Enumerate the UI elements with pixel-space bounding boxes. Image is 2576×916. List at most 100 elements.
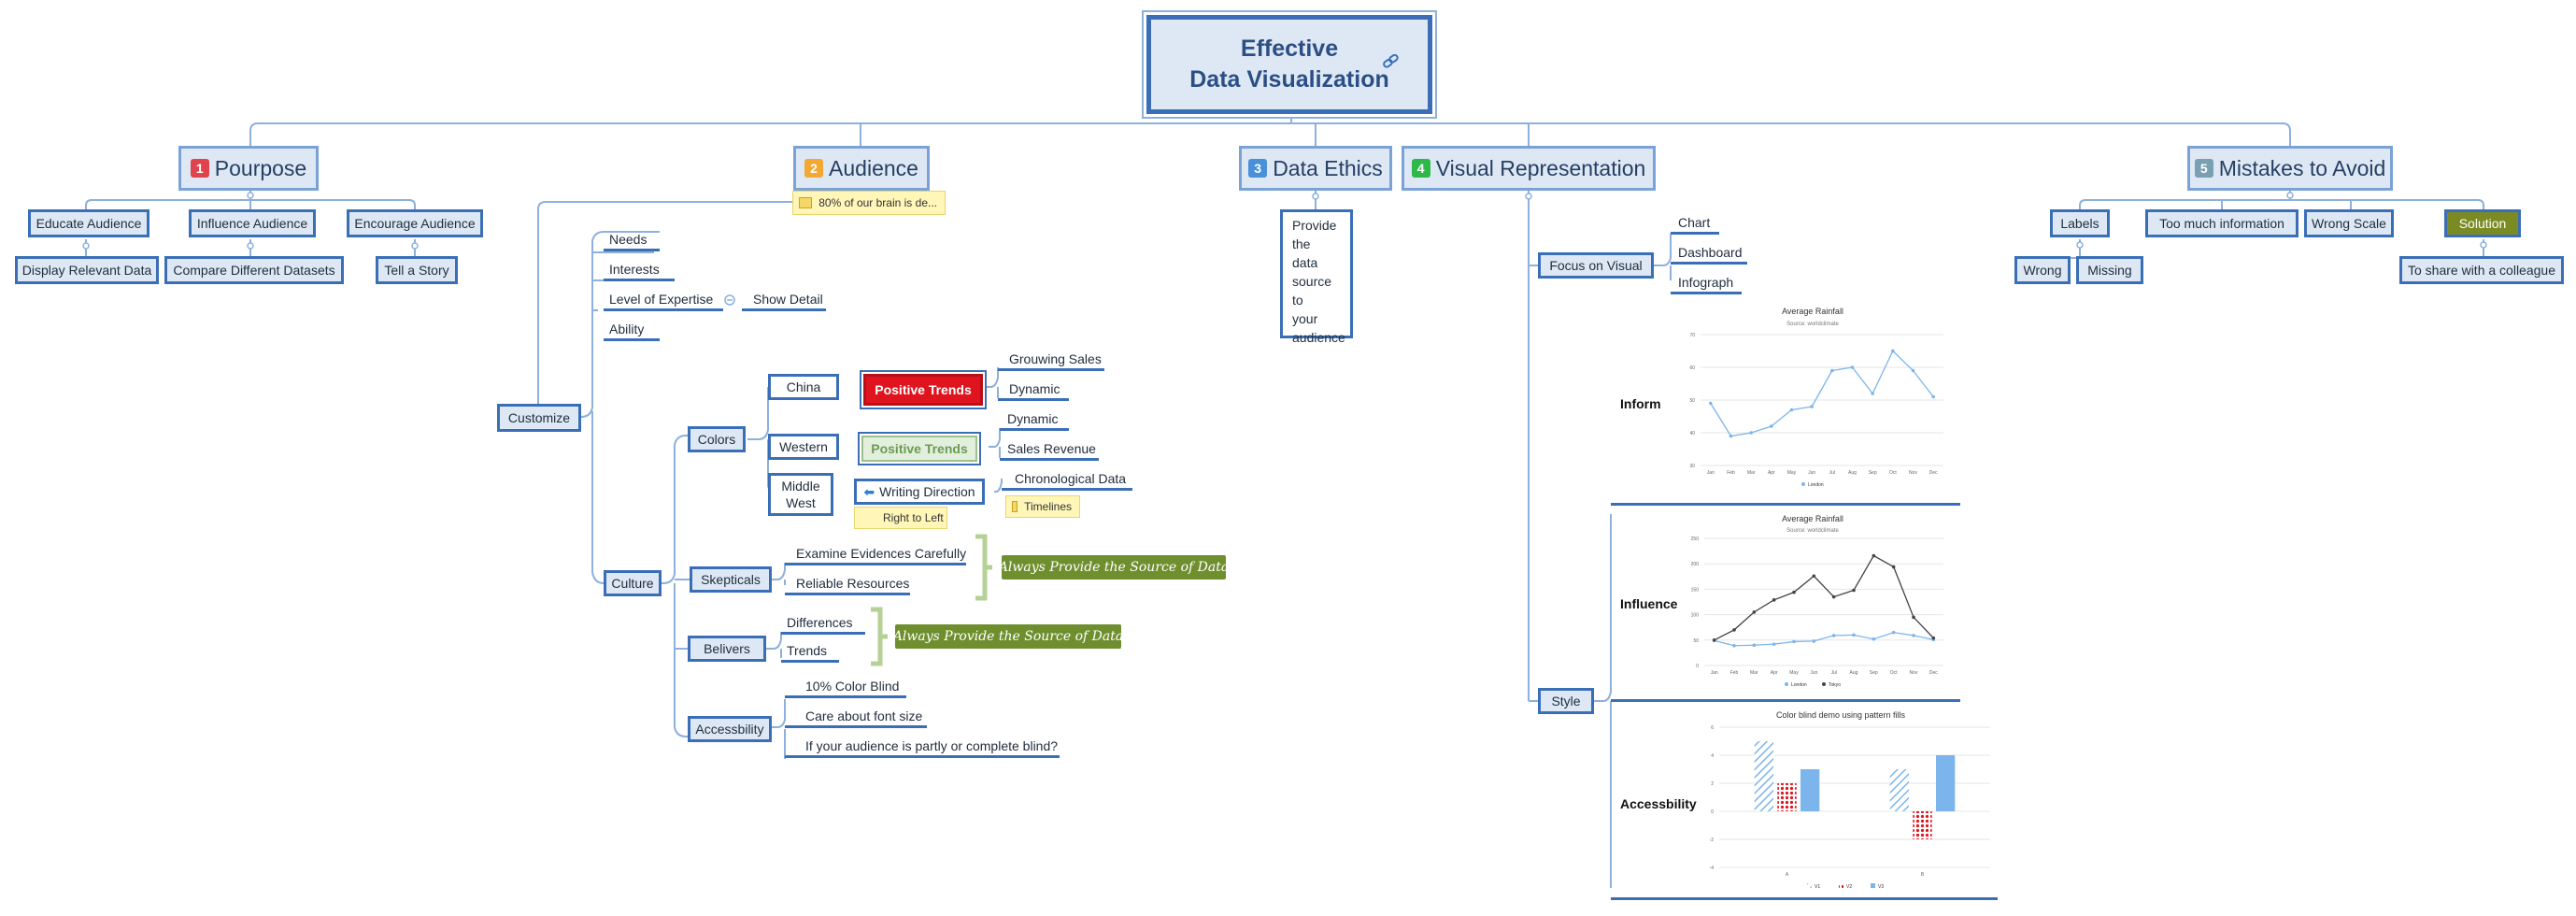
data-point (1792, 639, 1796, 644)
node-label: Wrong Scale (2312, 216, 2386, 231)
node-compare-datasets[interactable]: Compare Different Datasets (164, 256, 344, 284)
node-sales-revenue[interactable]: Sales Revenue (1007, 441, 1096, 456)
legend-label: Tokyo (1829, 682, 1841, 688)
node-writing-direction[interactable]: ⬅ Writing Direction (854, 479, 985, 505)
node-display-relevant-data[interactable]: Display Relevant Data (15, 256, 159, 284)
bar (1889, 769, 1909, 811)
node-positive-trends-red[interactable]: Positive Trends (863, 374, 983, 406)
collapse-toggle-icon[interactable] (723, 293, 736, 307)
legend-label: V1 (1815, 884, 1820, 890)
node-wrong[interactable]: Wrong (2014, 256, 2071, 284)
topic-data-ethics[interactable]: 3 Data Ethics (1239, 146, 1392, 191)
node-ability[interactable]: Ability (609, 322, 645, 336)
node-accessibility[interactable]: Accessbility (688, 716, 772, 742)
note-icon (799, 197, 813, 208)
node-growing-sales[interactable]: Grouwing Sales (1009, 351, 1102, 366)
data-point (1789, 408, 1794, 412)
node-dynamic-2[interactable]: Dynamic (1007, 411, 1059, 426)
node-color-blind[interactable]: 10% Color Blind (805, 679, 900, 694)
node-infograph[interactable]: Infograph (1678, 275, 1734, 290)
node-wrong-scale[interactable]: Wrong Scale (2304, 209, 2394, 237)
underline (1671, 262, 1747, 265)
x-tick-label: Nov (1910, 670, 1918, 676)
data-point (1912, 615, 1915, 620)
data-point (1729, 434, 1733, 438)
node-colors[interactable]: Colors (688, 426, 746, 452)
data-point (1772, 598, 1776, 602)
topic-mistakes[interactable]: 5 Mistakes to Avoid (2187, 146, 2393, 191)
node-china[interactable]: China (768, 374, 839, 400)
node-solution[interactable]: Solution (2444, 209, 2521, 237)
underline (998, 398, 1069, 401)
data-point (1891, 630, 1896, 635)
x-tick-label: Mar (1747, 470, 1756, 476)
data-point (1911, 368, 1915, 373)
node-reliable-resources[interactable]: Reliable Resources (796, 576, 910, 591)
y-tick-label: 0 (1711, 809, 1714, 815)
node-label: Writing Direction (879, 484, 975, 499)
topic-audience-label: Audience (829, 155, 918, 180)
node-examine-evidence[interactable]: Examine Evidences Carefully (796, 546, 967, 561)
node-provide-data-source[interactable]: Provide the data source to your audience (1280, 209, 1353, 345)
node-style[interactable]: Style (1538, 688, 1594, 714)
chart-title: Average Rainfall (1782, 514, 1843, 523)
node-blind-audience[interactable]: If your audience is partly or complete b… (805, 738, 1059, 753)
series-line (1710, 350, 1934, 437)
note-brain[interactable]: 80% of our brain is de... (792, 191, 946, 215)
node-skepticals[interactable]: Skepticals (690, 566, 772, 593)
y-tick-label: 40 (1689, 431, 1695, 437)
node-font-size[interactable]: Care about font size (805, 708, 923, 723)
node-belivers[interactable]: Belivers (688, 636, 766, 662)
node-dynamic-1[interactable]: Dynamic (1009, 381, 1060, 396)
y-tick-label: 60 (1689, 365, 1695, 371)
node-trends[interactable]: Trends (787, 643, 828, 658)
topic-purpose[interactable]: 1 Pourpose (178, 146, 319, 191)
node-educate-audience[interactable]: Educate Audience (28, 209, 149, 237)
chart-title: Color blind demo using pattern fills (1776, 710, 1906, 720)
data-point (1891, 565, 1896, 569)
x-tick-label: Jan (1707, 470, 1715, 476)
x-tick-label: Oct (1889, 470, 1897, 476)
topic-audience[interactable]: 2 Audience (793, 146, 930, 191)
node-culture[interactable]: Culture (604, 570, 662, 596)
x-tick-label: Feb (1727, 470, 1735, 476)
node-positive-trends-green[interactable]: Positive Trends (861, 436, 977, 462)
node-chart[interactable]: Chart (1678, 215, 1711, 230)
chart-subtitle: Source: worldclimate (1786, 322, 1839, 327)
node-tell-a-story[interactable]: Tell a Story (376, 256, 458, 284)
data-point (1812, 639, 1816, 643)
node-focus-on-visual[interactable]: Focus on Visual (1538, 252, 1654, 279)
node-western[interactable]: Western (768, 434, 839, 460)
link-icon[interactable] (1383, 54, 1400, 69)
node-share-with-colleague[interactable]: To share with a colleague (2399, 256, 2564, 284)
node-chronological-data[interactable]: Chronological Data (1015, 471, 1127, 486)
node-labels[interactable]: Labels (2050, 209, 2110, 237)
data-point (1871, 392, 1874, 395)
node-influence-audience[interactable]: Influence Audience (189, 209, 316, 237)
legend-label: London (1791, 682, 1807, 688)
topic-visual-representation[interactable]: 4 Visual Representation (1402, 146, 1656, 191)
node-differences[interactable]: Differences (787, 615, 853, 630)
y-tick-label: 0 (1696, 664, 1699, 669)
node-level-of-expertise[interactable]: Level of Expertise (609, 292, 714, 307)
node-interests[interactable]: Interests (609, 262, 660, 277)
chart-label-accessibility: Accessbility (1620, 796, 1697, 811)
node-needs[interactable]: Needs (609, 232, 648, 247)
chart-legend: London (1801, 482, 1824, 488)
x-tick-label: Dec (1929, 670, 1938, 676)
node-dashboard[interactable]: Dashboard (1678, 245, 1743, 260)
node-show-detail[interactable]: Show Detail (753, 292, 823, 307)
node-encourage-audience[interactable]: Encourage Audience (347, 209, 483, 237)
legend-marker (1785, 682, 1788, 686)
node-customize[interactable]: Customize (497, 404, 581, 432)
note-right-to-left[interactable]: Right to Left (854, 507, 947, 529)
x-tick-label: B (1921, 872, 1925, 878)
node-missing[interactable]: Missing (2076, 256, 2143, 284)
node-label: Style (1551, 694, 1581, 708)
node-too-much-information[interactable]: Too much information (2145, 209, 2298, 237)
chart-label-influence: Influence (1620, 596, 1678, 611)
summary-source-of-data-1[interactable]: Always Provide the Source of Data (999, 555, 1229, 580)
summary-source-of-data-2[interactable]: Always Provide the Source of Data (893, 624, 1123, 649)
node-middle-west[interactable]: Middle West (768, 473, 833, 516)
note-timelines[interactable]: Timelines (1005, 495, 1080, 518)
